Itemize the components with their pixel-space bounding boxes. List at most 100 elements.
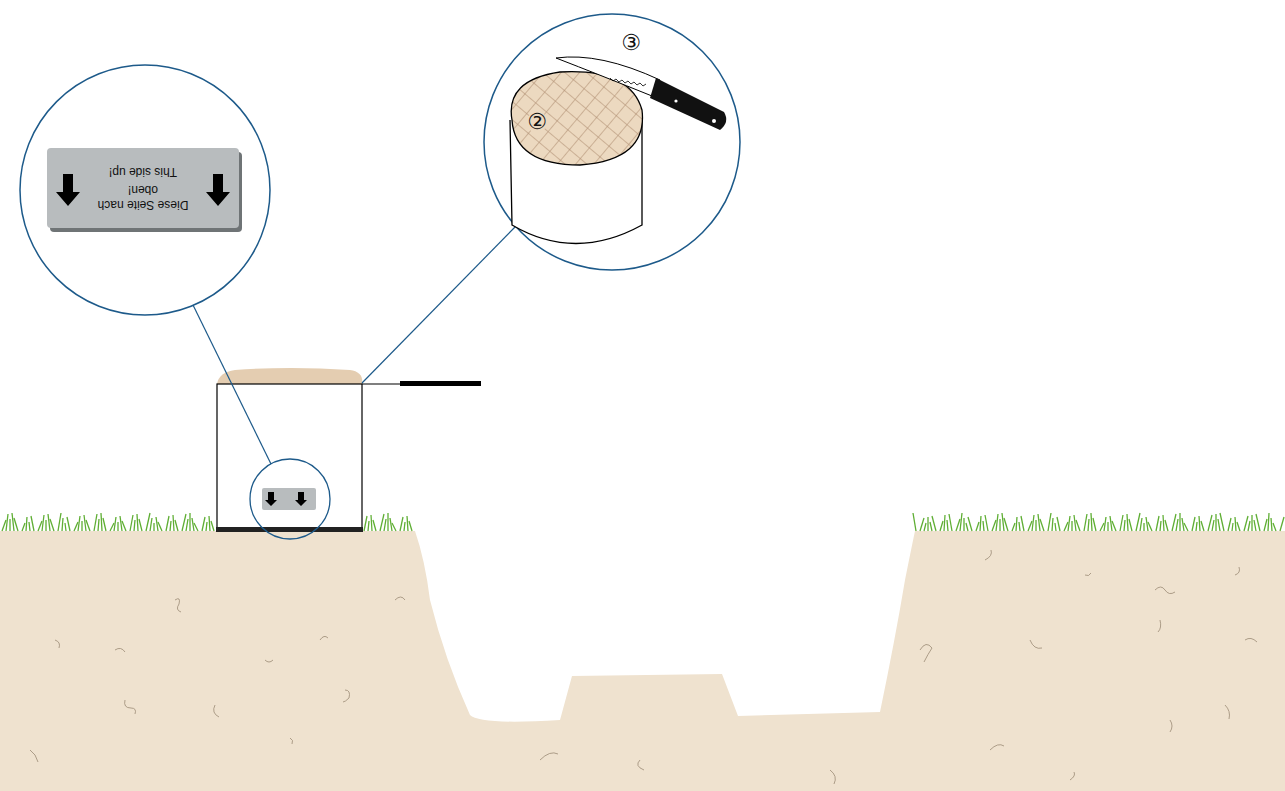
- grass-blade: [390, 518, 392, 531]
- knife-handle: [650, 78, 726, 130]
- grass-blade: [81, 521, 82, 531]
- grass-blade: [1182, 518, 1184, 531]
- grass-blade: [101, 513, 102, 531]
- grass-blade: [1148, 522, 1152, 531]
- grass-blade: [960, 513, 962, 531]
- grass-blade: [202, 517, 205, 531]
- grass-blade: [1199, 516, 1200, 531]
- grass-blade: [209, 516, 210, 531]
- grass-blade: [1146, 517, 1148, 531]
- grass-blade: [31, 516, 34, 531]
- grass-blade: [956, 519, 960, 531]
- grass-blade: [189, 513, 190, 531]
- grass-blade: [992, 520, 996, 531]
- grass-blade: [1084, 514, 1087, 531]
- grass-blade: [940, 521, 943, 531]
- leader-line: [362, 226, 516, 383]
- grass-blade: [1237, 522, 1240, 531]
- grass-blade: [2, 520, 6, 531]
- grass-blade: [1002, 513, 1004, 531]
- grass-blade: [6, 514, 8, 531]
- grass-blade: [139, 519, 142, 531]
- grass-blade: [50, 519, 54, 531]
- knife-blade: [362, 383, 400, 384]
- knife-blade: [556, 57, 660, 96]
- grass-blade: [42, 515, 44, 531]
- grass-blade: [84, 515, 86, 531]
- grass-blade: [1165, 520, 1168, 531]
- grass-blade: [1280, 517, 1284, 531]
- grass-blade: [980, 516, 981, 531]
- grass-blade: [983, 521, 984, 531]
- grass-blade: [1112, 521, 1116, 531]
- grass-blade: [173, 515, 174, 531]
- grass-blade: [12, 513, 14, 531]
- sand-top: [217, 368, 362, 384]
- grass-blade: [78, 516, 80, 531]
- grass-blade: [1127, 514, 1128, 531]
- grass-blade: [985, 515, 988, 531]
- grass-blade: [1271, 518, 1272, 531]
- grass-blade: [996, 514, 998, 531]
- small-arrows: [265, 492, 307, 506]
- grass-blade: [963, 518, 964, 531]
- grass-blade: [22, 523, 25, 531]
- cylinder-top: [511, 72, 642, 165]
- knife-serration: [610, 78, 646, 86]
- grass-blade: [1110, 516, 1112, 531]
- grass-blade: [1179, 513, 1180, 531]
- grass-blade: [117, 522, 118, 531]
- grass-blade: [1244, 516, 1248, 531]
- grass-blade: [966, 523, 968, 531]
- grass-blade: [1057, 517, 1060, 531]
- grass-blade: [211, 521, 214, 531]
- grass-blade: [1100, 523, 1104, 531]
- grass-blade: [1052, 518, 1053, 531]
- grass-blade: [1076, 520, 1080, 531]
- grass-blade: [1235, 517, 1236, 531]
- small-plate: [262, 488, 316, 510]
- callout-number: ③: [621, 32, 641, 54]
- grass-blade: [1019, 522, 1020, 531]
- grass-blade: [166, 516, 169, 531]
- grass-blade: [1068, 516, 1070, 531]
- grass-blade: [1088, 519, 1089, 531]
- handle-rivet: [674, 99, 677, 102]
- grass-blade: [1136, 513, 1140, 531]
- grass-blade: [182, 514, 186, 531]
- grass-blade: [1093, 518, 1096, 531]
- grass-blade: [1129, 519, 1132, 531]
- grass-blade: [1232, 523, 1233, 531]
- grass-blade: [913, 513, 916, 531]
- grass-blade: [1172, 514, 1176, 531]
- grass-blade: [1140, 518, 1142, 531]
- grass-blade: [1016, 517, 1017, 531]
- grass-blade: [9, 519, 10, 531]
- grass-blade: [1021, 516, 1024, 531]
- grass-blade: [156, 517, 158, 531]
- grass-blade: [1268, 513, 1269, 531]
- grass-blade: [1107, 522, 1108, 531]
- grass-blade: [1064, 522, 1068, 531]
- soil-specks: [30, 550, 1257, 784]
- grass-blade: [45, 520, 46, 531]
- grass-blade: [1215, 514, 1216, 531]
- grass-blade: [29, 522, 30, 531]
- grass-blade: [38, 521, 42, 531]
- grass-blade: [949, 514, 952, 531]
- grass-blade: [976, 522, 979, 531]
- grass-blade: [58, 513, 61, 531]
- grass-blade: [947, 520, 948, 531]
- grass-blade: [194, 523, 198, 531]
- grass-blade: [380, 514, 384, 531]
- grass-blade: [130, 515, 133, 531]
- grass-blade: [1254, 520, 1256, 531]
- grass-blade: [968, 517, 972, 531]
- callout-number: ②: [527, 111, 547, 133]
- grass-blade: [1055, 523, 1056, 531]
- grass-blade: [930, 522, 932, 531]
- callout-circle: [20, 65, 270, 315]
- grass-blade: [170, 521, 171, 531]
- grass-blade: [1048, 513, 1051, 531]
- callout-circle: [484, 14, 740, 270]
